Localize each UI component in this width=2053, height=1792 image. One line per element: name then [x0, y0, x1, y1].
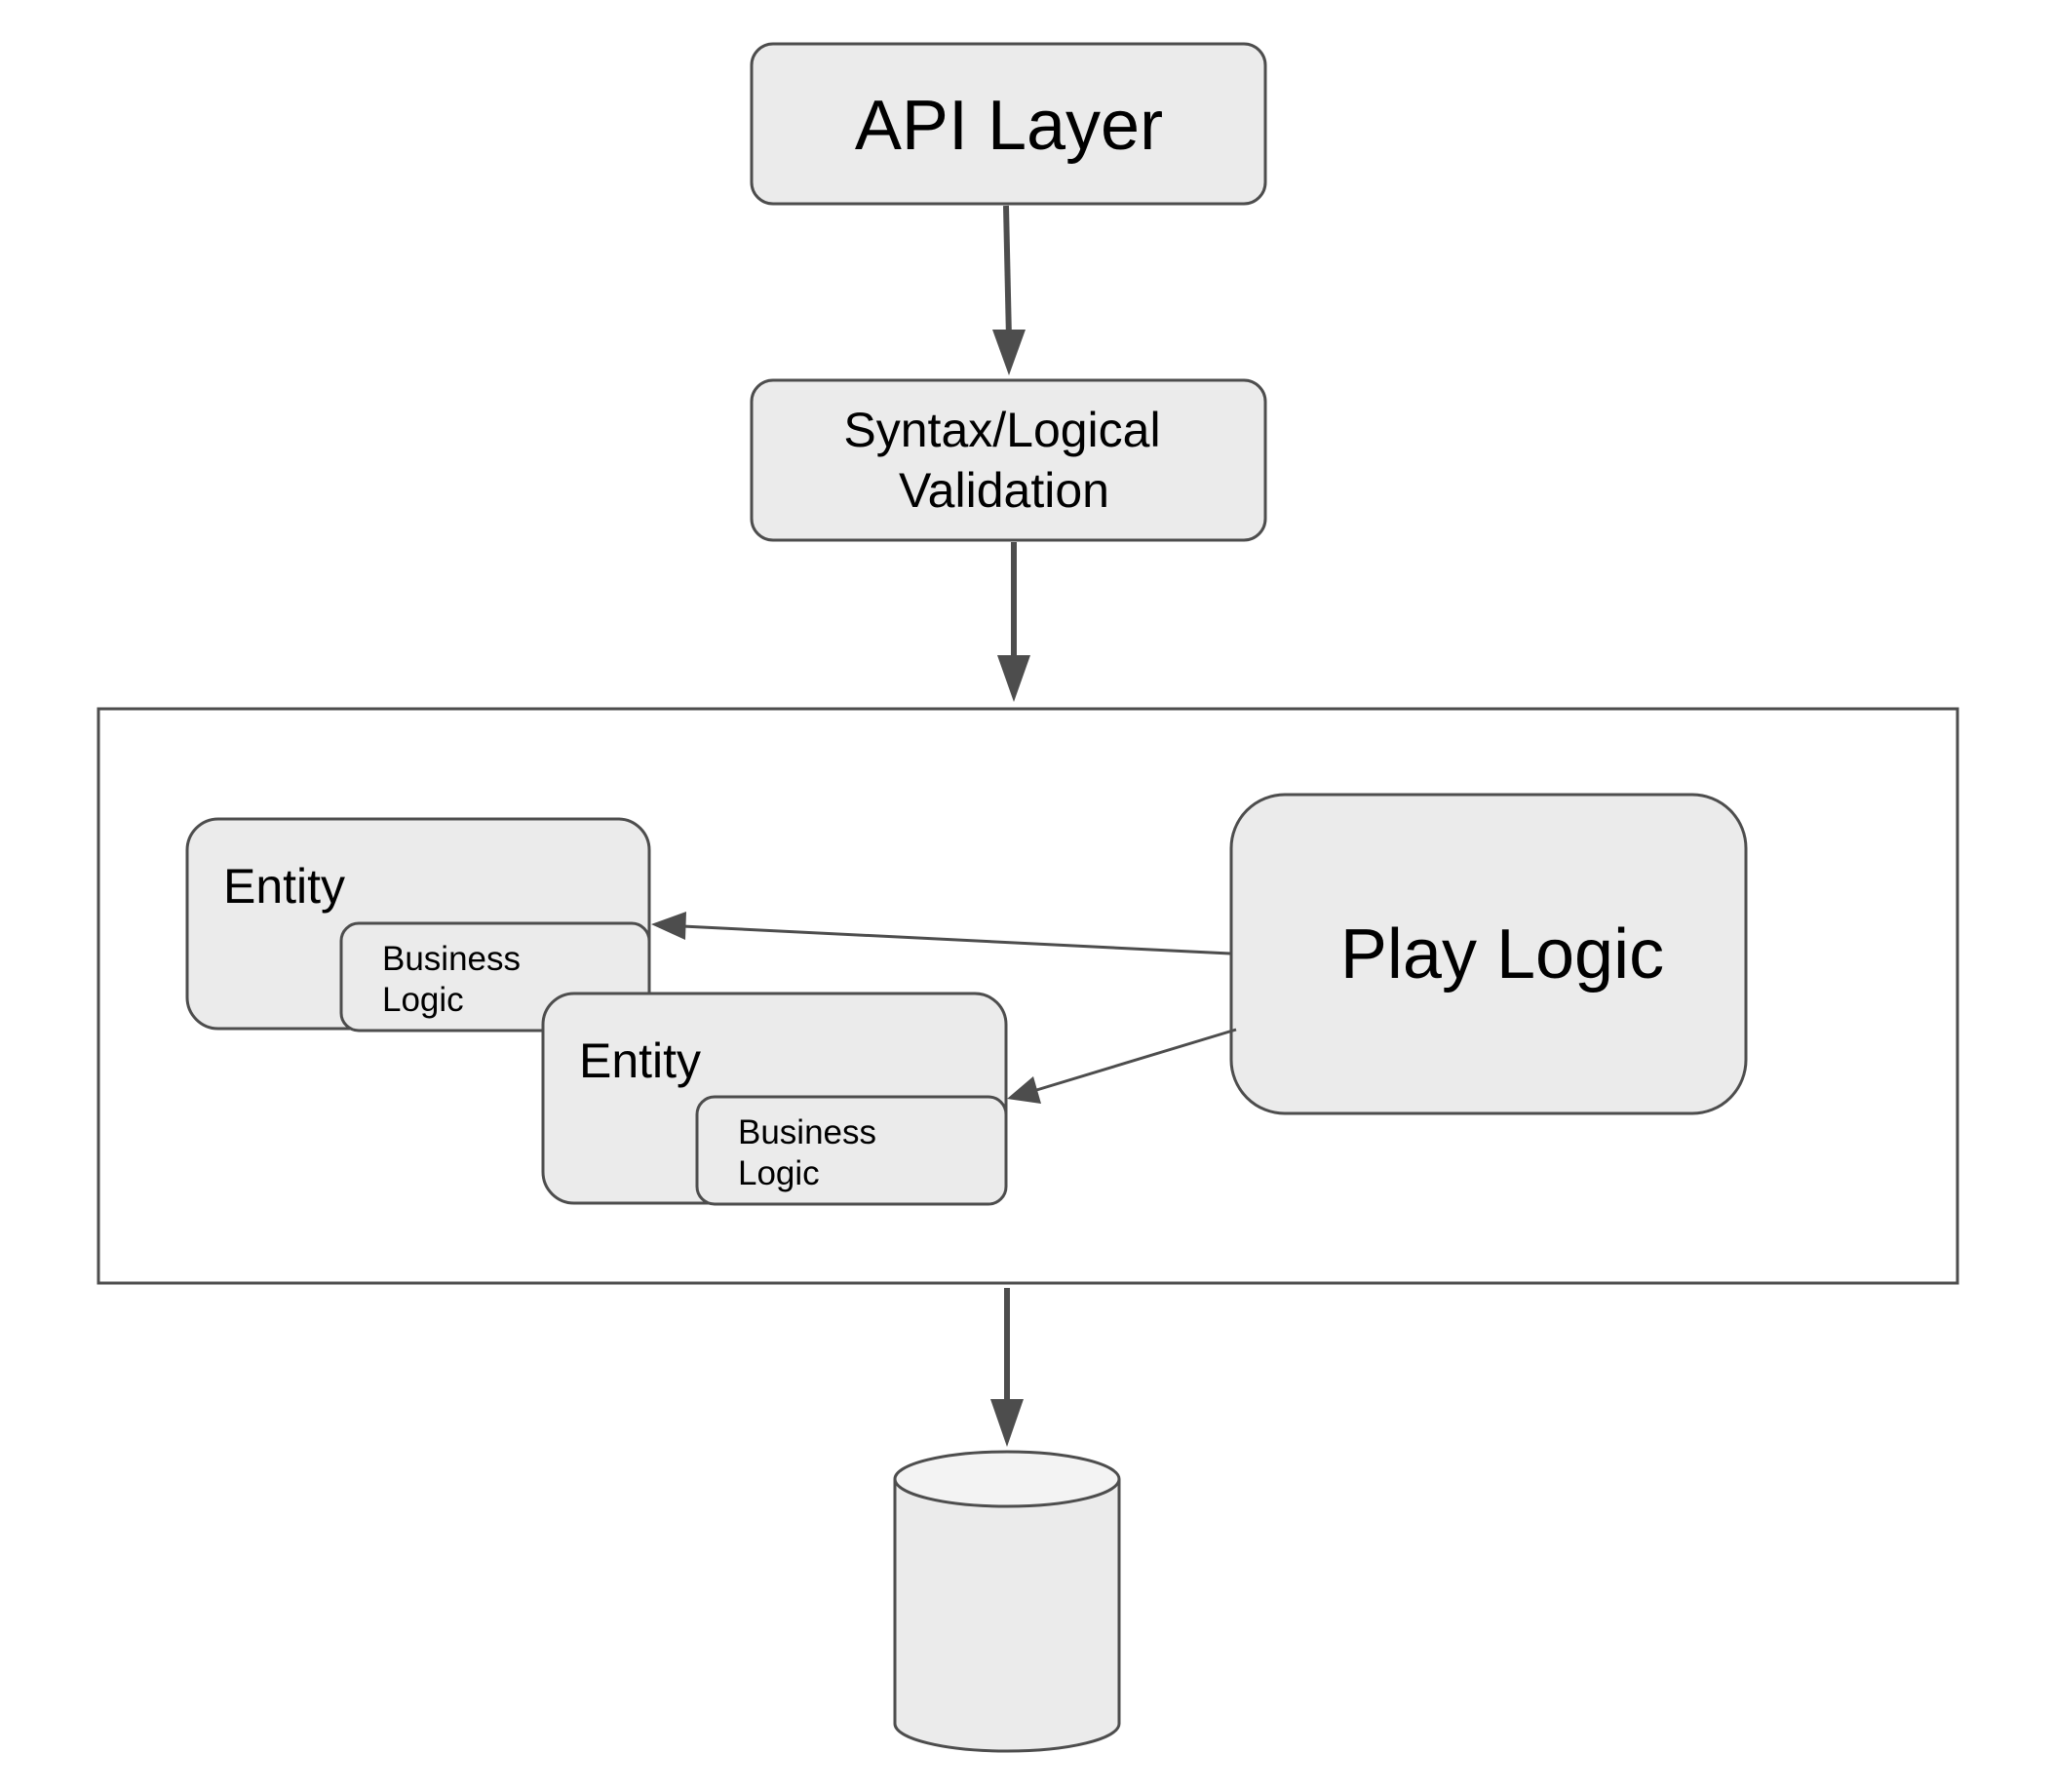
arrow-play-logic-to-entity-2-line — [1032, 1028, 1237, 1093]
entity-2-label: Entity — [579, 1033, 701, 1088]
validation-node: Syntax/Logical Validation — [750, 378, 1267, 542]
arrow-api-to-validation — [992, 205, 1026, 375]
play-logic-label: Play Logic — [1340, 915, 1664, 993]
database-body — [895, 1479, 1119, 1751]
arrow-validation-to-container — [997, 542, 1030, 702]
arrow-api-to-validation-line — [1003, 205, 1012, 340]
entity-2-business-logic-line-1: Business — [738, 1113, 876, 1151]
database-cylinder — [893, 1450, 1121, 1753]
arrow-container-to-database-head — [990, 1399, 1024, 1447]
entity-2-business-logic-box — [695, 1095, 1008, 1206]
entity-1-business-logic-line-1: Business — [382, 940, 521, 978]
database-top — [893, 1450, 1121, 1508]
entity-2-node: Entity Business Logic — [541, 992, 1008, 1206]
entity-2-business-logic-line-2: Logic — [738, 1154, 820, 1192]
entity-1-label: Entity — [223, 859, 345, 914]
validation-label-line-1: Syntax/Logical — [843, 403, 1160, 457]
arrow-api-to-validation-head — [992, 330, 1026, 375]
entity-1-business-logic-line-2: Logic — [382, 981, 464, 1019]
arrow-play-logic-to-entity-2-head — [1007, 1076, 1041, 1104]
arrow-play-logic-to-entity-1-head — [651, 912, 686, 940]
validation-label-line-2: Validation — [899, 463, 1109, 518]
arrow-play-logic-to-entity-1 — [651, 912, 1231, 955]
arrow-validation-to-container-head — [997, 655, 1030, 702]
api-layer-label: API Layer — [855, 87, 1163, 165]
play-logic-box — [1229, 793, 1748, 1115]
arrow-play-logic-to-entity-1-line — [681, 924, 1231, 955]
play-logic-node: Play Logic — [1229, 793, 1748, 1115]
arrow-play-logic-to-entity-2 — [1007, 1028, 1237, 1104]
api-layer-node: API Layer — [750, 42, 1267, 206]
entity-1-node: Entity Business Logic — [185, 817, 651, 1032]
api-layer-box — [750, 42, 1267, 206]
validation-box — [750, 378, 1267, 542]
database-outline — [893, 1479, 1121, 1753]
arrow-container-to-database — [990, 1288, 1024, 1447]
